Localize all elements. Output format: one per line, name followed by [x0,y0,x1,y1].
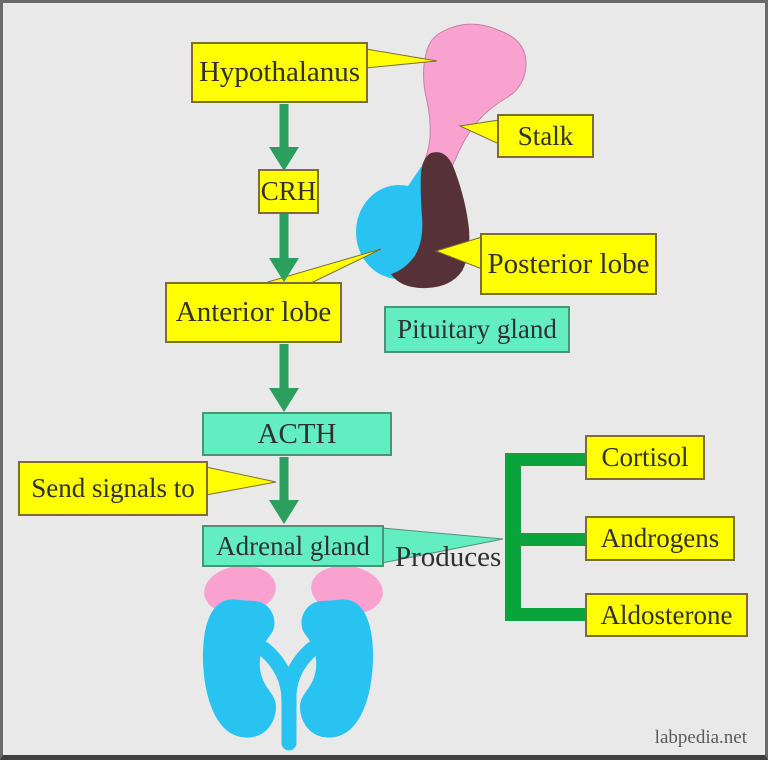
label-send-signals: Send signals to [18,461,208,516]
label-cortisol: Cortisol [585,435,705,480]
label-anterior-lobe: Anterior lobe [165,282,342,343]
label-crh: CRH [258,169,319,214]
label-produces: Produces [395,541,502,573]
produces-bracket [505,453,585,621]
label-aldosterone: Aldosterone [585,593,748,637]
adrenal-kidney-illustration [202,565,383,751]
label-pituitary-gland: Pituitary gland [384,306,570,353]
diagram-artwork [202,23,585,751]
label-posterior-lobe: Posterior lobe [480,233,657,295]
kidney-left [202,599,276,738]
watermark: labpedia.net [654,727,747,748]
hypothalamus-shape [420,23,527,181]
label-acth: ACTH [202,412,392,456]
label-stalk: Stalk [497,114,594,158]
ureter-right [281,641,320,711]
label-adrenal-gland: Adrenal gland [202,525,384,567]
label-androgens: Androgens [585,516,735,561]
flow-arrows [269,104,299,524]
label-hypothalamus: Hypothalanus [191,42,368,103]
kidney-right [300,599,374,738]
send-signals-callout-pointer [205,466,277,496]
